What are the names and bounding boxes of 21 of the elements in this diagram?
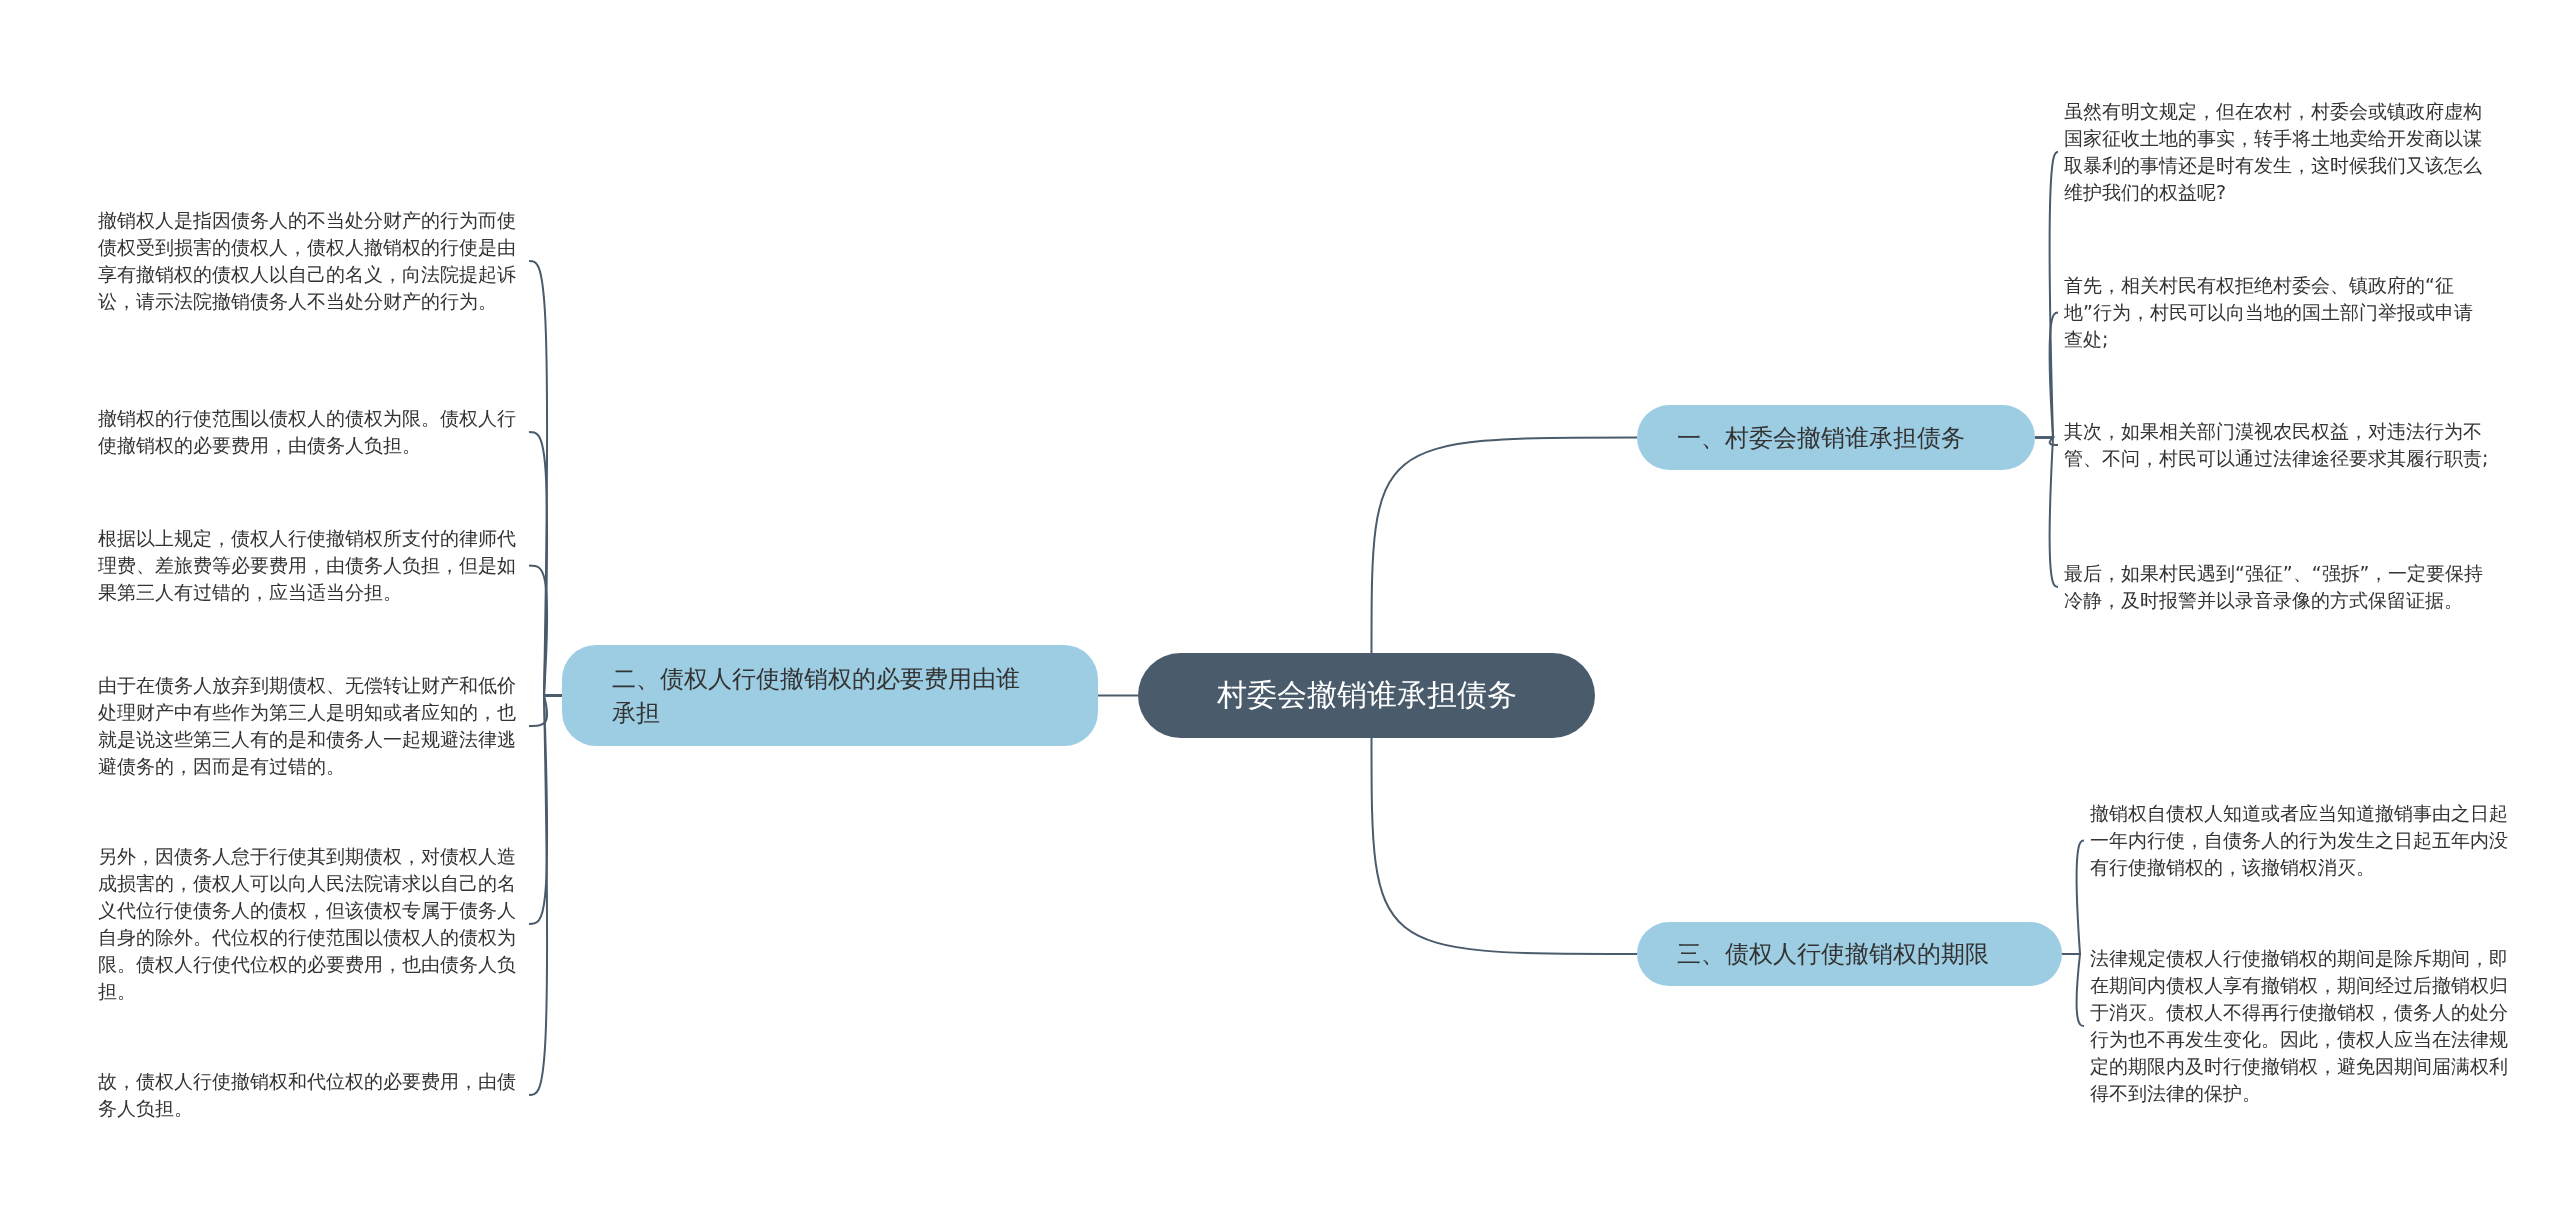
- branch-topic: 一、村委会撤销谁承担债务: [1637, 405, 2035, 470]
- leaf-text: 首先，相关村民有权拒绝村委会、镇政府的“征地”行为，村民可以向当地的国土部门举报或申请查处;: [2064, 272, 2489, 353]
- connector-line: [2061, 953, 2085, 1027]
- leaf-text: 其次，如果相关部门漠视农民权益，对违法行为不管、不问，村民可以通过法律途径要求其履行职责;: [2064, 418, 2489, 472]
- leaf-text: 虽然有明文规定，但在农村，村委会或镇政府虚构国家征收土地的事实，转手将土地卖给开发商以谋取暴利的事情还是时有发生，这时候我们又该怎么维护我们的权益呢?: [2064, 98, 2489, 206]
- leaf-text: 撤销权的行使范围以债权人的债权为限。债权人行使撤销权的必要费用，由债务人负担。: [98, 405, 523, 459]
- connector-line: [2034, 436, 2059, 588]
- leaf-text: 由于在债务人放弃到期债权、无偿转让财产和低价处理财产中有些作为第三人是明知或者应知的，也就是说这些第三人有的是和债务人一起规避法律逃避债务的，因而是有过错的。: [98, 672, 523, 780]
- leaf-text: 法律规定债权人行使撤销权的期间是除斥期间，即在期间内债权人享有撤销权，期间经过后撤销权归于消灭。债权人不得再行使撤销权，债务人的处分行为也不再发生变化。因此，债权人应当在法律规定的期限内及时行使撤销权，避免因期间届满权利得不到法律的保护。: [2090, 945, 2515, 1107]
- leaf-text: 故，债权人行使撤销权和代位权的必要费用，由债务人负担。: [98, 1068, 523, 1122]
- connector-line: [1370, 737, 1638, 955]
- leaf-text: 撤销权人是指因债务人的不当处分财产的行为而使债权受到损害的债权人，债权人撤销权的行使是由享有撤销权的债权人以自己的名义，向法院提起诉讼，请示法院撤销债务人不当处分财产的行为。: [98, 207, 523, 315]
- connector-line: [1370, 436, 1638, 654]
- connector-line: [1097, 694, 1139, 697]
- central-topic: 村委会撤销谁承担债务: [1138, 653, 1595, 738]
- branch-topic: 三、债权人行使撤销权的期限: [1637, 922, 2062, 986]
- leaf-text: 撤销权自债权人知道或者应当知道撤销事由之日起一年内行使，自债务人的行为发生之日起五年内没有行使撤销权的，该撤销权消灭。: [2090, 800, 2515, 881]
- leaf-text: 另外，因债务人怠于行使其到期债权，对债权人造成损害的，债权人可以向人民法院请求以自己的名义代位行使债务人的债权，但该债权专属于债务人自身的除外。代位权的行使范围以债权人的债权为限。债权人行使代位权的必要费用，也由债务人负担。: [98, 843, 523, 1005]
- branch-topic: 二、债权人行使撤销权的必要费用由谁承担: [562, 645, 1098, 746]
- leaf-text: 根据以上规定，债权人行使撤销权所支付的律师代理费、差旅费等必要费用，由债务人负担，但是如果第三人有过错的，应当适当分担。: [98, 525, 523, 606]
- leaf-text: 最后，如果村民遇到“强征”、“强拆”，一定要保持冷静，及时报警并以录音录像的方式保留证据。: [2064, 560, 2489, 614]
